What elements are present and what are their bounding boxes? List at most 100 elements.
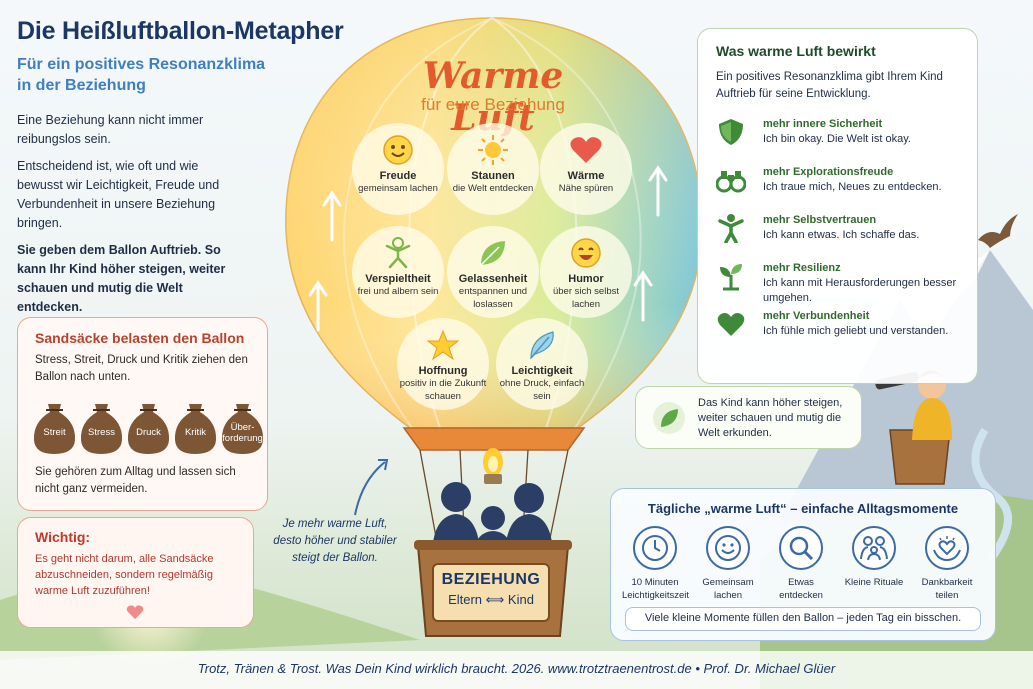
person-icon <box>718 214 744 243</box>
quality-verspieltheit: Verspieltheit frei und albern sein <box>352 226 444 318</box>
daily-moment: Etwas entdecken <box>768 526 834 602</box>
sandbag-label: Druck <box>136 427 161 438</box>
quality-title: Gelassenheit <box>458 273 528 285</box>
child-note-card: Das Kind kann höher steigen, weiter scha… <box>635 386 862 449</box>
balloon-note: Je mehr warme Luft, desto höher und stab… <box>273 518 397 564</box>
sandbags-title: Sandsäcke belasten den Ballon <box>35 330 245 346</box>
sandbag-label: Über-forderung <box>222 422 263 444</box>
quality-text: die Welt entdecken <box>452 183 534 194</box>
daily-moment-label: Kleine Rituale <box>844 577 904 588</box>
intro-paragraph-3: Sie geben dem Ballon Auftrieb. So kann I… <box>17 243 226 314</box>
sandbag: Stress <box>79 396 124 456</box>
clock-icon <box>642 535 668 561</box>
quality-text: gemeinsam lachen <box>358 183 438 194</box>
quality-hoffnung: Hoffnung positiv in die Zukunft schauen <box>397 318 489 410</box>
balloon-skirt <box>402 427 586 451</box>
family-icon <box>860 536 888 561</box>
balloon-subline: für eure Beziehung <box>421 95 565 114</box>
leaf-icon <box>653 402 685 434</box>
sandbag: Über-forderung <box>220 396 265 456</box>
page-subtitle: Für ein positives Resonanzklima in der B… <box>17 56 266 94</box>
daily-moment-label: Etwas entdecken <box>779 577 823 601</box>
effect-title: mehr Explorationsfreude <box>763 166 894 178</box>
sandbags-text: Stress, Streit, Druck und Kritik ziehen … <box>35 354 248 383</box>
sandbag: Streit <box>32 396 77 456</box>
heart-icon <box>717 313 745 336</box>
daily-moment: Gemeinsam lachen <box>695 526 761 602</box>
quality-text: entspannen und loslassen <box>458 286 528 310</box>
daily-moment: Kleine Rituale <box>841 526 907 589</box>
effects-title: Was warme Luft bewirkt <box>716 43 876 59</box>
quality-humor: Humor über sich selbst lachen <box>540 226 632 318</box>
balloon-ropes <box>419 449 569 549</box>
heart-hands-icon <box>933 536 961 562</box>
quality-staunen: Staunen die Welt entdecken <box>447 123 539 215</box>
sprout-icon <box>720 264 742 291</box>
quality-title: Freude <box>379 170 417 182</box>
sandbag-label: Streit <box>43 427 66 438</box>
effect-text: Ich kann etwas. Ich schaffe das. <box>763 229 920 241</box>
quality-text: Nähe spüren <box>558 183 614 194</box>
leaf-icon <box>480 241 505 266</box>
intro-text: Eine Beziehung kann nicht immer reibungs… <box>17 111 242 317</box>
smile-icon <box>715 535 741 561</box>
sign-title: BEZIEHUNG <box>441 571 541 588</box>
quality-text: frei und albern sein <box>357 286 439 297</box>
effect-text: Ich fühle mich geliebt und verstanden. <box>763 325 949 337</box>
effect-title: mehr Selbstvertrauen <box>763 214 877 226</box>
heart-icon <box>570 137 602 163</box>
quality-text: ohne Druck, einfach sein <box>499 378 585 402</box>
daily-moment: Dankbarkeit teilen <box>914 526 980 602</box>
daily-moment-label: Dankbarkeit teilen <box>921 577 973 601</box>
sandbag: Druck <box>126 396 171 456</box>
daily-moment-label: Gemeinsam lachen <box>702 577 754 601</box>
balloon-envelope <box>285 17 703 429</box>
arrow-up-icon <box>308 165 668 332</box>
sandbag-label: Stress <box>88 427 115 438</box>
page-title: Die Heißluftballon-Metapher <box>17 17 344 45</box>
quality-title: Humor <box>568 273 604 285</box>
quality-text: über sich selbst lachen <box>552 286 619 310</box>
quality-title: Verspieltheit <box>365 273 431 285</box>
quality-gelassenheit: Gelassenheit entspannen und loslassen <box>447 226 539 318</box>
laugh-icon <box>571 238 601 268</box>
arrow-curve-icon <box>354 459 389 516</box>
daily-moment-label: 10 Minuten Leichtigkeitszeit <box>622 577 690 601</box>
important-title: Wichtig: <box>35 529 91 545</box>
effect-text: Ich bin okay. Die Welt ist okay. <box>763 133 911 145</box>
effects-lead: Ein positives Resonanzklima gibt Ihrem K… <box>716 71 943 100</box>
sandbags-card: Sandsäcke belasten den Ballon Stress, St… <box>17 317 268 511</box>
sandbags-footer: Sie gehören zum Alltag und lassen sich n… <box>35 466 236 495</box>
intro-paragraph-2: Entscheidend ist, wie oft und wie bewuss… <box>17 159 220 230</box>
quality-title: Leichtigkeit <box>511 365 573 377</box>
binoculars-icon <box>716 171 746 193</box>
sandbags-row: Streit Stress Druck Kritik Über-forderun… <box>32 396 267 456</box>
playful-figure-icon <box>385 237 411 269</box>
burner-flame <box>483 448 503 484</box>
effect-title: mehr Verbundenheit <box>763 310 870 322</box>
river <box>971 427 1012 563</box>
effects-card: Was warme Luft bewirkt Ein positives Res… <box>697 28 978 384</box>
sign-subtitle: Eltern ⟺ Kind <box>448 592 534 607</box>
child-note-text: Das Kind kann höher steigen, weiter scha… <box>698 397 843 439</box>
daily-footer: Viele kleine Momente füllen den Ballon –… <box>625 607 981 631</box>
feather-icon <box>530 331 554 360</box>
relationship-sign: BEZIEHUNG Eltern ⟺ Kind <box>432 563 550 622</box>
effect-text: Ich kann mit Herausforderungen besser um… <box>763 277 957 304</box>
important-card: Wichtig: Es geht nicht darum, alle Sands… <box>17 517 254 628</box>
quality-title: Staunen <box>471 170 515 182</box>
quality-title: Wärme <box>567 170 605 182</box>
sandbag: Kritik <box>173 396 218 456</box>
quality-freude: Freude gemeinsam lachen <box>352 123 444 215</box>
sun-icon <box>478 135 508 165</box>
quality-title: Hoffnung <box>418 365 468 377</box>
heart-icon <box>126 605 144 619</box>
quality-text: positiv in die Zukunft schauen <box>399 378 487 402</box>
daily-title: Tägliche „warme Luft“ – einfache Alltags… <box>647 501 959 516</box>
smile-icon <box>383 135 413 165</box>
